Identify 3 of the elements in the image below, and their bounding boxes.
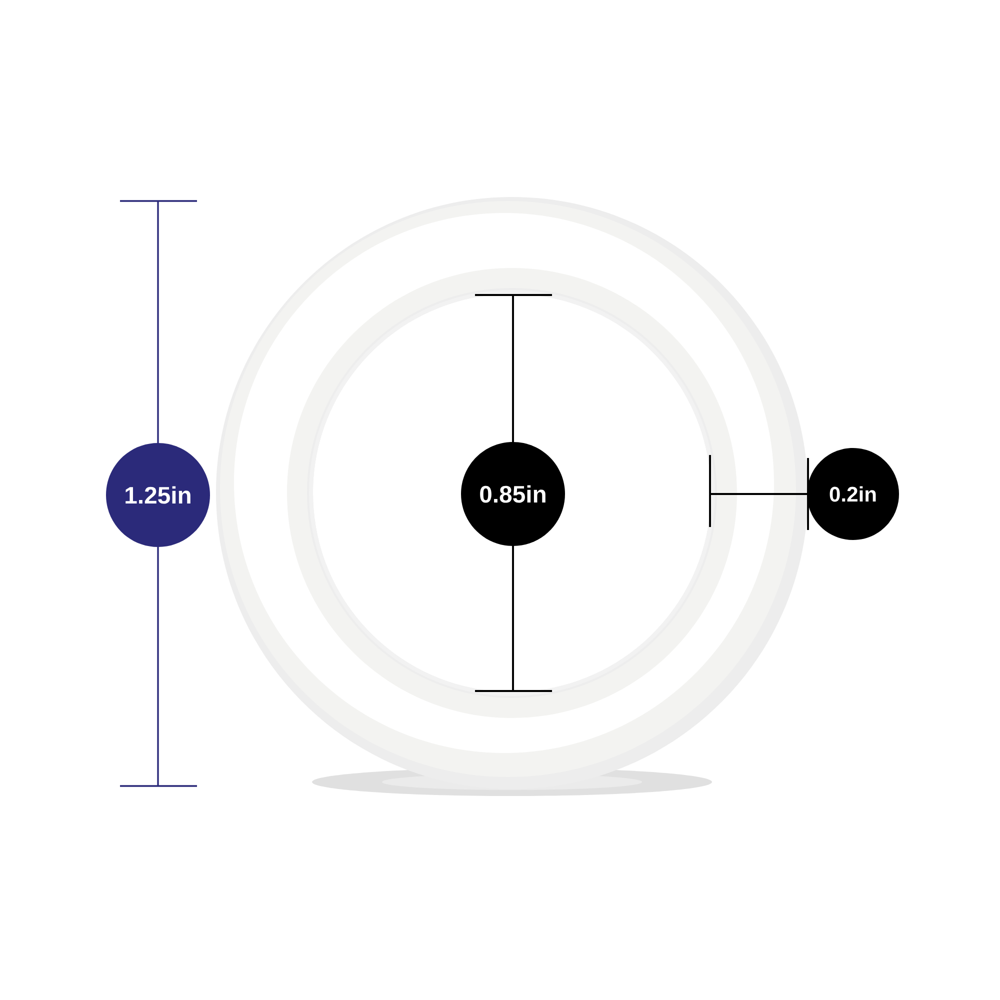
dimension-badge: 1.25in: [106, 443, 210, 547]
dimension-badge: 0.2in: [807, 448, 899, 540]
dimension-badge: 0.85in: [461, 442, 565, 546]
